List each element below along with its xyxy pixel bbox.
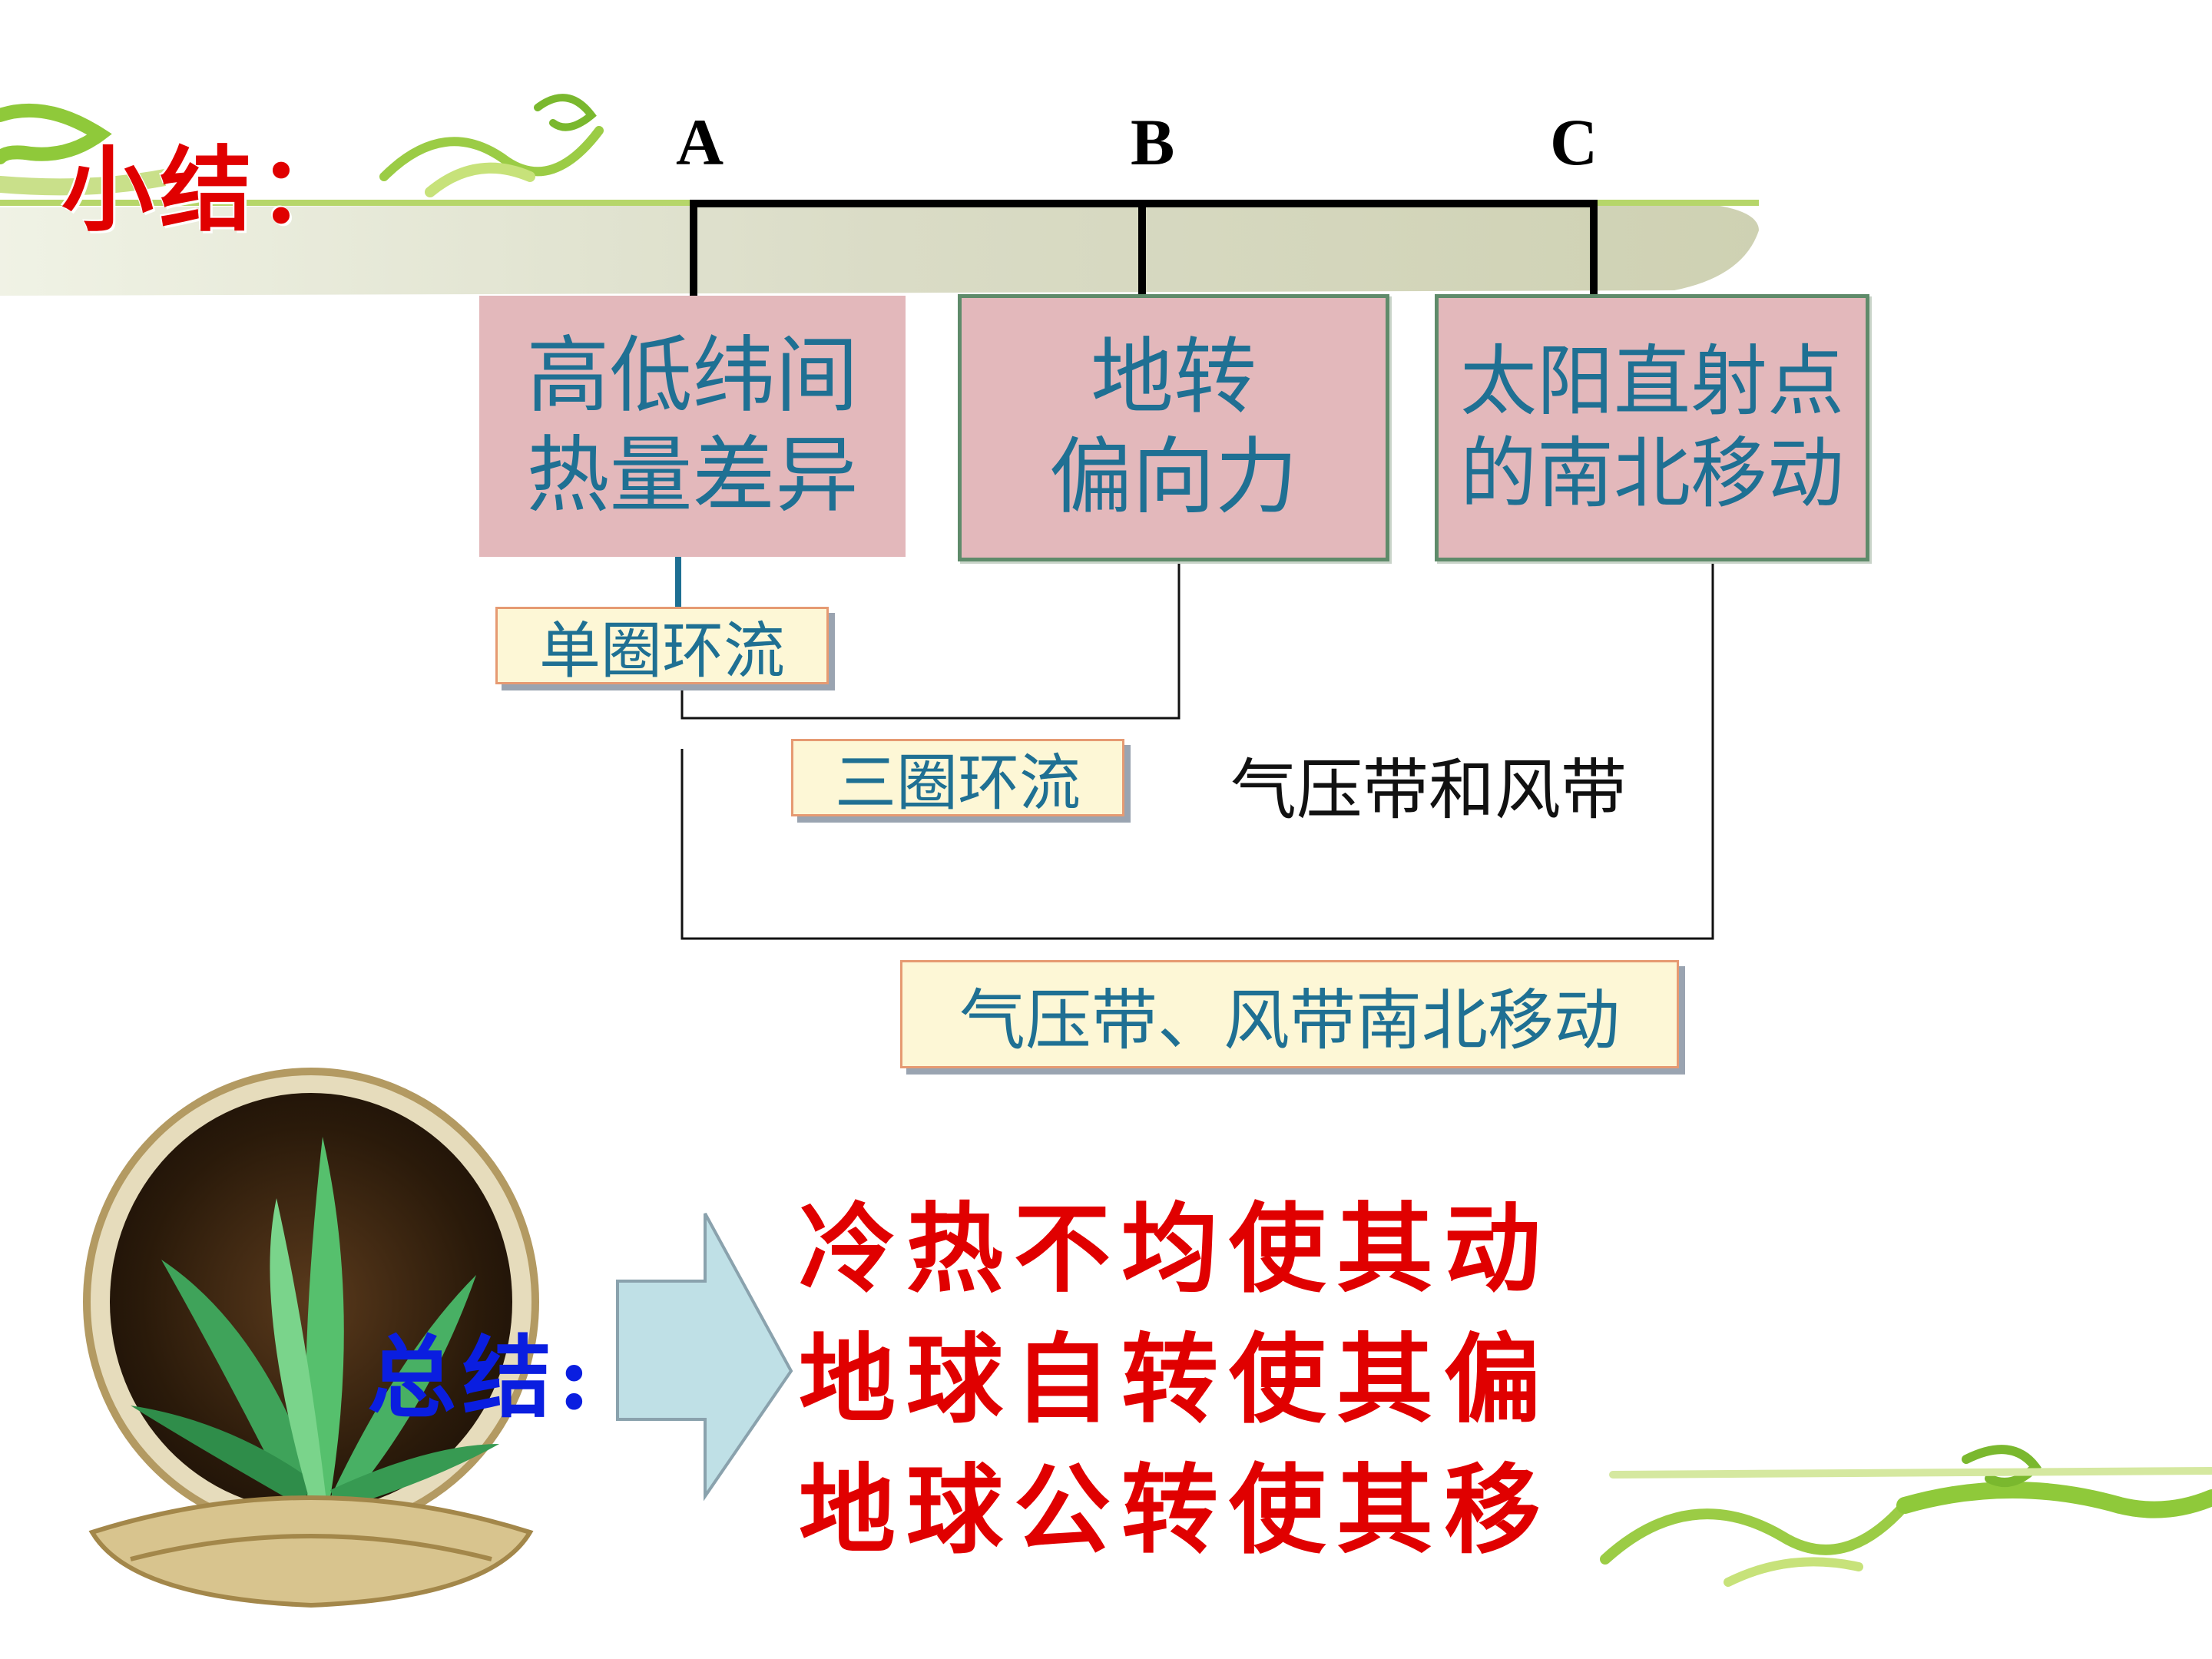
three-cell-tag: 三圈环流 xyxy=(791,739,1124,819)
summary-line-3: 地球公转使其移 xyxy=(799,1453,1551,1567)
summary-line-2: 地球自转使其偏 xyxy=(799,1323,1551,1436)
label-b: B xyxy=(1131,105,1175,179)
plant-picture xyxy=(83,1068,539,1608)
connectors xyxy=(675,200,1714,940)
pressure-belts-label: 气压带和风带 xyxy=(1230,752,1627,829)
cause-text-heat: 高低纬间 热量差异 xyxy=(526,328,859,524)
cause-box-coriolis: 地转 偏向力 xyxy=(958,294,1389,561)
summary-label: 总结: xyxy=(367,1326,597,1430)
cause-text-coriolis: 地转 偏向力 xyxy=(1048,329,1298,525)
slide-title: 小结： xyxy=(61,136,356,244)
vine-ornament-left xyxy=(0,94,604,197)
belt-shift-tag: 气压带、风带南北移动 xyxy=(900,960,1679,1068)
cause-text-subsolar: 太阳直射点 的南北移动 xyxy=(1460,336,1844,518)
arrow-shape xyxy=(616,1213,793,1502)
label-a: A xyxy=(676,105,724,179)
label-c: C xyxy=(1550,105,1598,179)
vine-ornament-right xyxy=(1600,1445,2212,1587)
single-cell-tag: 单圈环流 xyxy=(495,607,829,687)
cause-box-heat: 高低纬间 热量差异 xyxy=(479,296,906,557)
cause-box-subsolar: 太阳直射点 的南北移动 xyxy=(1435,294,1869,561)
summary-line-1: 冷热不均使其动 xyxy=(799,1192,1551,1306)
